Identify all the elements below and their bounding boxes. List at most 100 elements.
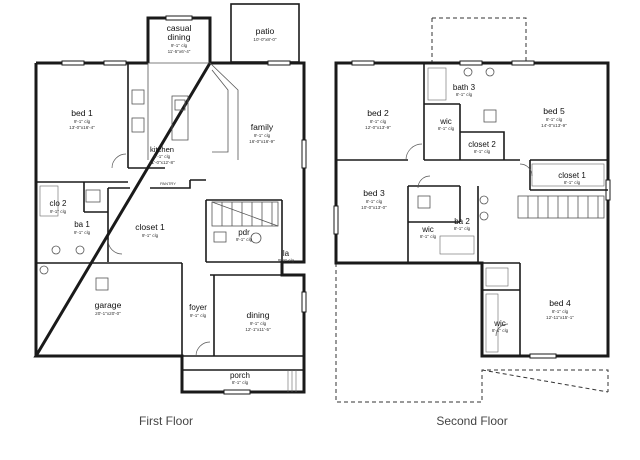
room-ceiling-casual: 9'-1" clg: [171, 43, 188, 48]
room-name-closet-1: closet 1: [135, 222, 165, 232]
room-name-patio: patio: [256, 26, 275, 36]
door-swing: [519, 163, 533, 177]
second-floor-interior-walls: [336, 63, 608, 356]
room-ceiling-wic-a: 8'-1" clg: [438, 126, 455, 131]
garage-hatch: [95, 277, 109, 291]
room-name-wic-a: wic: [439, 117, 452, 126]
door-swing: [495, 323, 509, 337]
room-name-bed-2: bed 2: [367, 108, 389, 118]
refrigerator: [131, 117, 145, 133]
second-floor-plan: [333, 17, 611, 403]
room-dims-garage: 20'-1"x20'-0": [95, 311, 121, 316]
toilet: [85, 189, 101, 203]
tub: [427, 67, 447, 101]
room-ceiling-bath-3: 8'-1" clg: [456, 92, 473, 97]
caption-second-floor: Second Floor: [436, 414, 507, 428]
room-name-closet-2: closet 2: [468, 140, 496, 149]
island-sink: [174, 99, 186, 111]
caption-first-floor: First Floor: [139, 414, 193, 428]
room-ceiling-bed-4: 8'-1" clg: [552, 309, 569, 314]
sink: [463, 67, 473, 77]
room-dims-bed-1: 13'-0"x16'-4": [69, 125, 95, 130]
window: [267, 60, 291, 66]
sink: [479, 195, 489, 205]
room-name-ba-1: ba 1: [74, 220, 90, 229]
room-ceiling-foyer: 9'-1" clg: [190, 313, 207, 318]
window: [529, 353, 557, 359]
room-dims-bed-5: 14'-0"x13'-9": [541, 123, 567, 128]
room-name-wic-c: wic: [493, 319, 506, 328]
room-ceiling-bed-5: 8'-1" clg: [546, 117, 563, 122]
room-name-garage: garage: [95, 300, 122, 310]
room-name-clo-2: clo 2: [50, 199, 67, 208]
sink: [479, 211, 489, 221]
sink: [75, 245, 85, 255]
roof-outline-bottom: [335, 263, 609, 403]
shower: [39, 185, 59, 217]
tub: [439, 235, 475, 255]
sink: [250, 232, 262, 244]
room-dims-dining: 12'-1"x11'-5": [245, 327, 271, 332]
linen-shelf: [485, 267, 509, 287]
window: [61, 60, 85, 66]
room-dims-casual: 11'-5"x6'-4": [168, 49, 191, 54]
door-swing: [111, 153, 127, 169]
room-dims-family: 16'-0"x16'-9": [249, 139, 275, 144]
toilet: [417, 195, 431, 209]
room-name-bed-1: bed 1: [71, 108, 93, 118]
room-name-bed-4: bed 4: [549, 298, 571, 308]
room-ceiling-ba-2: 8'-1" clg: [454, 226, 471, 231]
room-ceiling-kitchen: 9'-1" clg: [154, 154, 171, 159]
room-ceiling-pdr: 9'-1" clg: [236, 237, 253, 242]
second-floor-labels: bed 2 8'-1" clg 12'-0"x13'-9" bath 3 8'-…: [361, 83, 586, 333]
water-heater: [39, 265, 49, 275]
room-name-ba-2: ba 2: [454, 217, 470, 226]
room-ceiling-ba-1: 9'-1" clg: [74, 230, 91, 235]
room-name-casual: casual: [167, 23, 192, 33]
room-ceiling-bed-3: 8'-1" clg: [366, 199, 383, 204]
room-dims-kitchen: 11'-0"x12'-8": [149, 160, 175, 165]
window: [301, 139, 307, 169]
room-ceiling-bed-2: 8'-1" clg: [370, 119, 387, 124]
room-name-kitchen: kitchen: [150, 145, 174, 154]
room-name-la: la: [283, 249, 290, 258]
first-floor-plan: [33, 3, 307, 395]
room-name-family: family: [251, 122, 274, 132]
first-floor-labels: patio 10'-0"x8'-0" casual dining 9'-1" c…: [50, 23, 295, 385]
room-ceiling-closet-1: 9'-1" clg: [142, 233, 159, 238]
room-ceiling-closet-2: 8'-1" clg: [474, 149, 491, 154]
door-swing: [107, 239, 123, 255]
room-name-dining: dining: [247, 310, 270, 320]
room-dims-patio: 10'-0"x8'-0": [253, 37, 277, 42]
room-name-bed-3: bed 3: [363, 188, 385, 198]
room-dims-bed-4: 12'-11"x15'-1": [546, 315, 574, 320]
sink: [51, 245, 61, 255]
room-dims-bed-2: 12'-0"x13'-9": [365, 125, 391, 130]
door-swing: [417, 175, 431, 189]
window: [333, 205, 339, 235]
range: [131, 89, 145, 105]
first-floor-interior-walls: [35, 63, 304, 371]
room-name-dining-2: dining: [168, 32, 191, 42]
toilet: [213, 231, 227, 243]
window: [511, 60, 535, 66]
room-name-foyer: foyer: [189, 303, 207, 312]
window: [301, 291, 307, 313]
room-dims-bed-3: 10'-0"x13'-0": [361, 205, 387, 210]
door-swing: [195, 341, 211, 357]
room-name-pantry: PANTRY: [160, 181, 176, 186]
door-swing: [405, 143, 423, 161]
room-name-bath-3: bath 3: [453, 83, 476, 92]
room-ceiling-bed-1: 9'-1" clg: [74, 119, 91, 124]
second-floor-stairs: [517, 195, 605, 219]
room-name-bed-5: bed 5: [543, 106, 565, 116]
room-name-closet-1: closet 1: [558, 171, 586, 180]
room-ceiling-clo-2: 9'-1" clg: [50, 209, 67, 214]
first-floor-stairs: [211, 201, 279, 227]
closet-shelf: [485, 293, 499, 353]
window: [223, 389, 251, 395]
roof-outline-porch: [481, 369, 609, 393]
roof-outline-top: [431, 17, 527, 63]
window: [165, 15, 193, 21]
